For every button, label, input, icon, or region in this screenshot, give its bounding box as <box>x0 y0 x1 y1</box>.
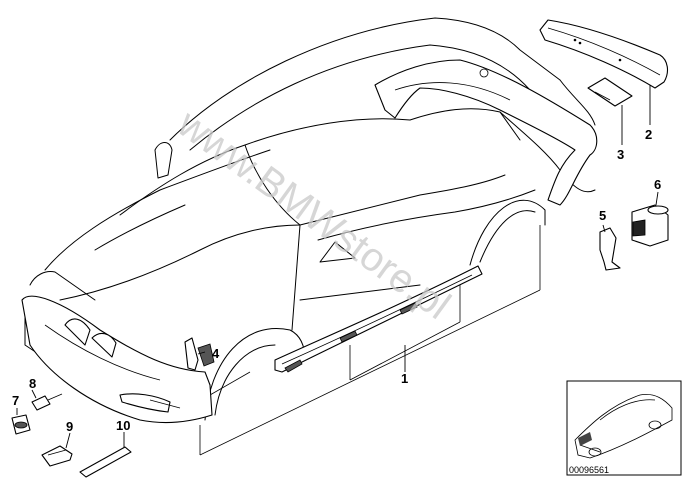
callout-9: 9 <box>66 419 73 434</box>
callout-7: 7 <box>12 393 19 408</box>
diagram-code: 00096561 <box>569 465 609 475</box>
part-plate-bracket <box>587 77 633 107</box>
callout-1: 1 <box>401 371 408 386</box>
callout-5: 5 <box>599 208 606 223</box>
part-front-bracket <box>184 337 215 371</box>
callout-2: 2 <box>645 127 652 142</box>
callout-numbers: 1 2 3 4 5 6 7 8 9 10 <box>12 127 661 434</box>
thumbnail-car-icon <box>574 393 673 459</box>
part-small-bracket <box>41 445 73 467</box>
part-rod <box>79 446 132 478</box>
part-clip <box>599 227 621 271</box>
callout-6: 6 <box>654 177 661 192</box>
part-side-skirt <box>274 265 483 373</box>
part-connector <box>31 393 63 411</box>
watermark-text: www.BMWstore.pl <box>169 101 458 328</box>
thumbnail-panel: 00096561 <box>566 380 682 476</box>
callout-8: 8 <box>29 376 36 391</box>
part-rear-spoiler <box>539 19 669 89</box>
part-front-bumper <box>21 295 213 424</box>
callout-10: 10 <box>116 418 130 433</box>
part-lamp-housing <box>631 204 669 247</box>
part-sensor <box>11 414 31 435</box>
callout-3: 3 <box>617 147 624 162</box>
callout-4: 4 <box>212 346 220 361</box>
thumbnail-frame <box>566 380 682 476</box>
part-rear-bumper-trim <box>374 59 598 206</box>
leader-lines <box>16 85 659 449</box>
